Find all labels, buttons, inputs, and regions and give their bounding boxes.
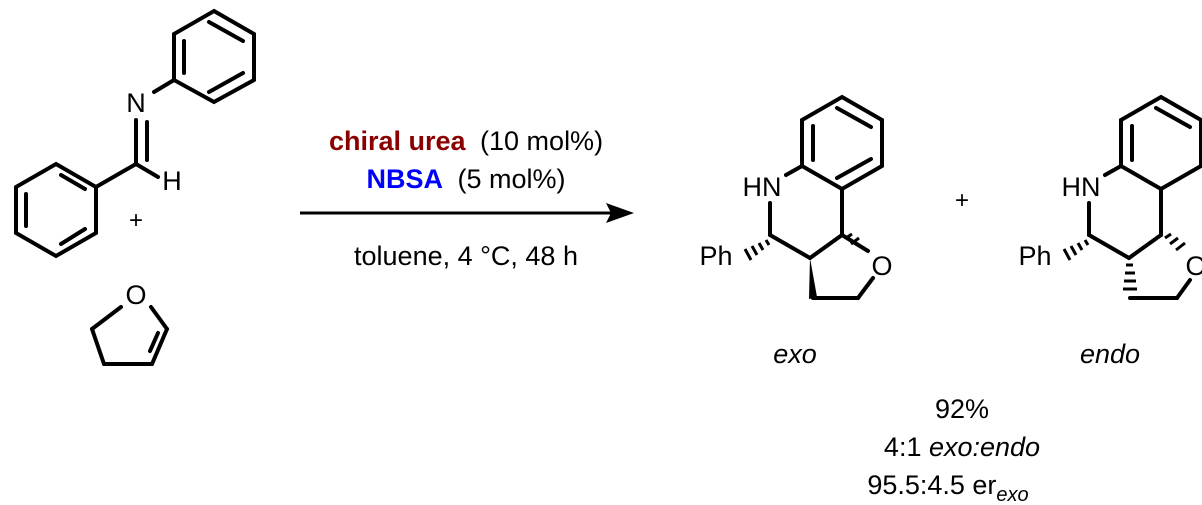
catalyst-loading: (10 mol%) bbox=[480, 126, 603, 156]
n-aryl-bond bbox=[152, 78, 176, 94]
exo-label: exo bbox=[773, 339, 817, 369]
acid-loading: (5 mol%) bbox=[458, 164, 566, 194]
dr-text: 4:1 exo:endo bbox=[884, 432, 1040, 462]
endo-o-label: O bbox=[1185, 251, 1202, 281]
yield-text: 92% bbox=[935, 394, 989, 424]
n-phenyl-ring bbox=[172, 8, 256, 105]
dr-label: exo:endo bbox=[929, 432, 1040, 462]
imine-structure: N H bbox=[14, 8, 256, 259]
er-text: 95.5:4.5 erexo bbox=[867, 470, 1028, 505]
er-value: 95.5:4.5 er bbox=[867, 470, 996, 500]
endo-nh-label: HN bbox=[1062, 172, 1101, 202]
product-plus-sign: + bbox=[955, 187, 969, 214]
acid-name: NBSA bbox=[366, 164, 443, 194]
imine-ch-bond bbox=[134, 162, 160, 179]
endo-ph-hashed-bond bbox=[1062, 239, 1090, 261]
exo-ph-hashed-bond bbox=[743, 239, 771, 261]
c-aryl-bond bbox=[94, 162, 138, 189]
endo-label: endo bbox=[1080, 339, 1140, 369]
dihydrofuran-structure: O bbox=[90, 280, 169, 366]
endo-thf-hashed-bond bbox=[1123, 263, 1137, 291]
exo-o-label: O bbox=[871, 251, 892, 281]
reactant-plus-sign: + bbox=[129, 207, 143, 234]
endo-ph-label: Ph bbox=[1018, 241, 1051, 271]
dihydrofuran-o-atom: O bbox=[125, 280, 146, 310]
reaction-arrow bbox=[300, 203, 634, 223]
catalyst-line: chiral urea (10 mol%) bbox=[329, 126, 603, 156]
acid-line: NBSA (5 mol%) bbox=[366, 164, 565, 194]
exo-product-structure: HN Ph O bbox=[699, 94, 893, 300]
exo-ph-label: Ph bbox=[699, 241, 732, 271]
imine-h-atom: H bbox=[162, 166, 182, 196]
c-phenyl-ring bbox=[14, 161, 98, 259]
endo-product-structure: HN Ph O bbox=[1018, 94, 1202, 300]
catalyst-name: chiral urea bbox=[329, 126, 467, 156]
imine-n-atom: N bbox=[126, 88, 146, 118]
er-subscript: exo bbox=[996, 484, 1028, 505]
exo-nh-label: HN bbox=[743, 172, 782, 202]
conditions-text: toluene, 4 °C, 48 h bbox=[354, 241, 578, 271]
dr-value: 4:1 bbox=[884, 432, 929, 462]
